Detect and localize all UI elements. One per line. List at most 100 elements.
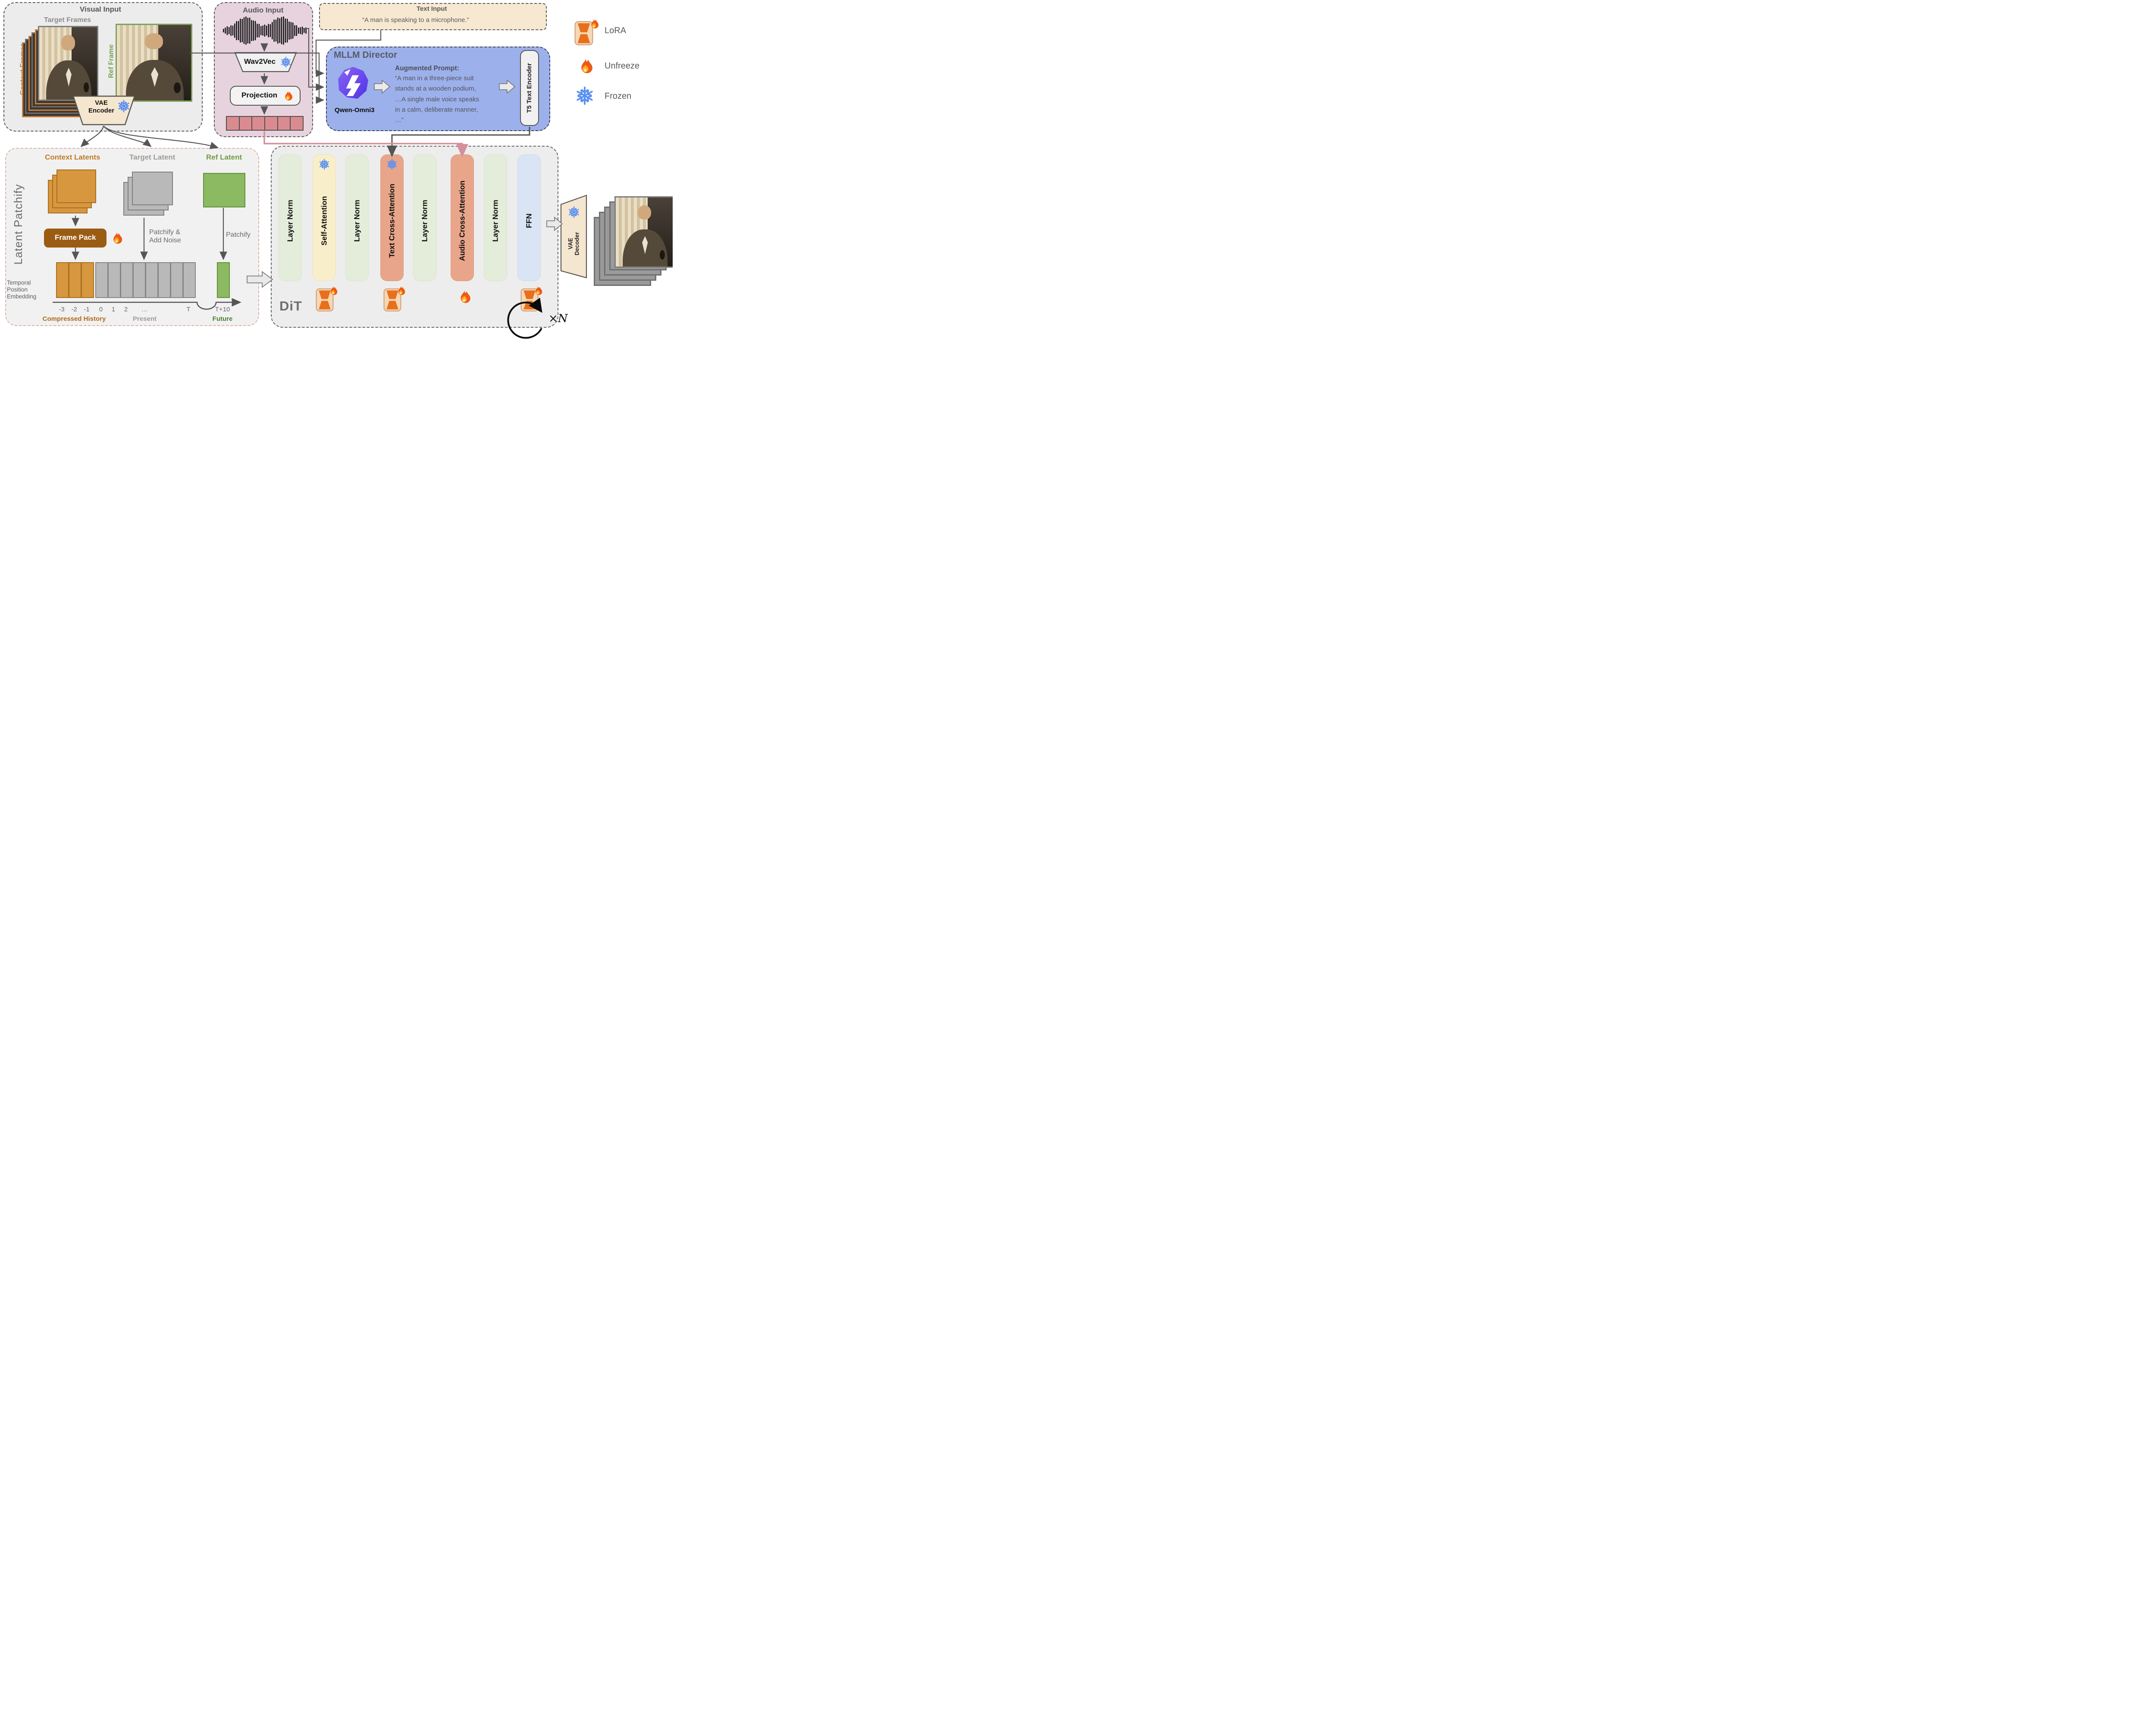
audio-token: [264, 116, 278, 131]
latent-layer: [56, 169, 96, 203]
latent-layer: [132, 172, 173, 205]
timeline-bar-present: [133, 262, 146, 298]
audio-token: [238, 116, 253, 131]
qwen-logo-icon: [335, 66, 371, 101]
ref-latent-label: Ref Latent: [206, 153, 242, 161]
vae-decoder-label: VAE Decoder: [567, 232, 580, 256]
latent-patchify-title: Latent Patchify: [11, 184, 25, 265]
fire-icon: [532, 285, 544, 297]
legend-label: LoRA: [605, 26, 627, 35]
timeline-tick: 2: [124, 306, 128, 313]
latent-layer: [203, 173, 245, 207]
timeline-tick: -1: [84, 306, 90, 313]
dit-column: [451, 154, 474, 281]
dit-column-label: Audio Cross-Attention: [458, 180, 467, 261]
dit-column-label: Layer Norm: [285, 200, 295, 242]
augmented-prompt-title: Augmented Prompt:: [395, 65, 459, 72]
fire-icon: [109, 230, 124, 246]
audio-token: [251, 116, 266, 131]
fire-icon: [281, 89, 294, 102]
text-input-title: Text Input: [417, 5, 447, 13]
output-frame-image: [614, 196, 673, 268]
dit-column: [313, 154, 336, 281]
dit-column-label: FFN: [524, 213, 533, 229]
timeline-tick: 1: [111, 306, 116, 313]
timeline-group-label: Future: [212, 315, 233, 323]
prompt-line: …”: [395, 116, 404, 124]
timeline-bar-present: [145, 262, 158, 298]
audio-token: [226, 116, 240, 131]
timeline-tick: -2: [71, 306, 77, 313]
dit-column: [484, 154, 507, 281]
projection-label: Projection: [241, 91, 278, 99]
frame-pack-label: Frame Pack: [55, 233, 96, 241]
dit-column: [517, 154, 541, 281]
context-latents-label: Context Latents: [45, 153, 100, 161]
dit-column-label: Layer Norm: [491, 200, 500, 242]
snowflake-icon: [568, 206, 580, 218]
vae-encoder-label: VAE Encoder: [88, 99, 115, 114]
timeline-tick: T: [186, 306, 191, 313]
audio-token-row: [226, 116, 304, 131]
frame-pack-box: [44, 229, 107, 248]
dit-column: [345, 154, 369, 281]
text-input-quote: “A man is speaking to a microphone.”: [362, 16, 469, 24]
timeline-bar-future: [217, 262, 230, 298]
fire-icon: [327, 285, 339, 297]
fire-icon: [455, 288, 473, 305]
dit-column-label: Layer Norm: [420, 200, 429, 242]
fire-icon: [395, 285, 407, 297]
timeline-bar-history: [69, 262, 81, 298]
fire-icon: [575, 56, 595, 76]
snowflake-icon: [386, 159, 398, 170]
ref-frame-label: Ref Frame: [107, 44, 115, 78]
timeline-bar-present: [170, 262, 183, 298]
dit-column-label: Layer Norm: [352, 200, 361, 242]
repeat-n-label: ×N: [548, 312, 568, 325]
temporal-position-label: Temporal Position Embedding: [7, 279, 37, 300]
dit-column: [380, 154, 404, 281]
visual-input-title: Visual Input: [80, 5, 122, 13]
vae-decoder-shape: [560, 194, 587, 279]
qwen-model-label: Qwen-Omni3: [335, 107, 375, 114]
timeline-tick: T+10: [215, 306, 230, 313]
t5-encoder-label: T5 Text Encoder: [525, 63, 533, 113]
wav2vec-label: Wav2Vec: [244, 57, 276, 66]
snowflake-icon: [280, 56, 291, 68]
fire-icon: [587, 17, 600, 30]
prompt-line: …A single male voice speaks: [395, 95, 479, 103]
snowflake-icon: [319, 159, 330, 170]
timeline-bar-present: [183, 262, 196, 298]
patchify-noise-label: Patchify & Add Noise: [149, 229, 181, 244]
text-input-panel: [319, 3, 547, 30]
dit-column-label: Self-Attention: [320, 196, 329, 246]
target-frame-image: [38, 26, 98, 101]
timeline-bar-present: [95, 262, 108, 298]
dit-column-label: Text Cross-Attention: [387, 184, 396, 258]
prompt-line: stands at a wooden podium,: [395, 85, 476, 93]
augmented-prompt-text: “A man in a three-piece suit stands at a …: [395, 73, 498, 125]
audio-token: [277, 116, 291, 131]
timeline-bar-history: [56, 262, 69, 298]
target-frames-label: Target Frames: [44, 16, 91, 24]
timeline-bar-present: [158, 262, 171, 298]
dit-column: [279, 154, 302, 281]
ref-frame-image: [116, 24, 192, 102]
legend-label: Frozen: [605, 91, 632, 101]
timeline-tick: -3: [59, 306, 65, 313]
prompt-line: “A man in a three-piece suit: [395, 75, 474, 82]
audio-token: [290, 116, 304, 131]
target-latent-label: Target Latent: [129, 153, 175, 161]
t5-encoder-box: [520, 50, 539, 126]
timeline-tick: 0: [99, 306, 103, 313]
audio-waveform-icon: [222, 15, 307, 47]
snowflake-icon: [575, 86, 594, 105]
timeline-group-label: Compressed History: [42, 315, 106, 323]
prompt-line: in a calm, deliberate manner,: [395, 106, 478, 113]
dit-column: [413, 154, 436, 281]
architecture-diagram: Visual Input Target Frames Context Frame…: [0, 0, 673, 343]
timeline-bar-present: [120, 262, 133, 298]
snowflake-icon: [117, 100, 130, 113]
dit-title: DiT: [279, 298, 302, 314]
timeline-tick: …: [141, 306, 148, 313]
